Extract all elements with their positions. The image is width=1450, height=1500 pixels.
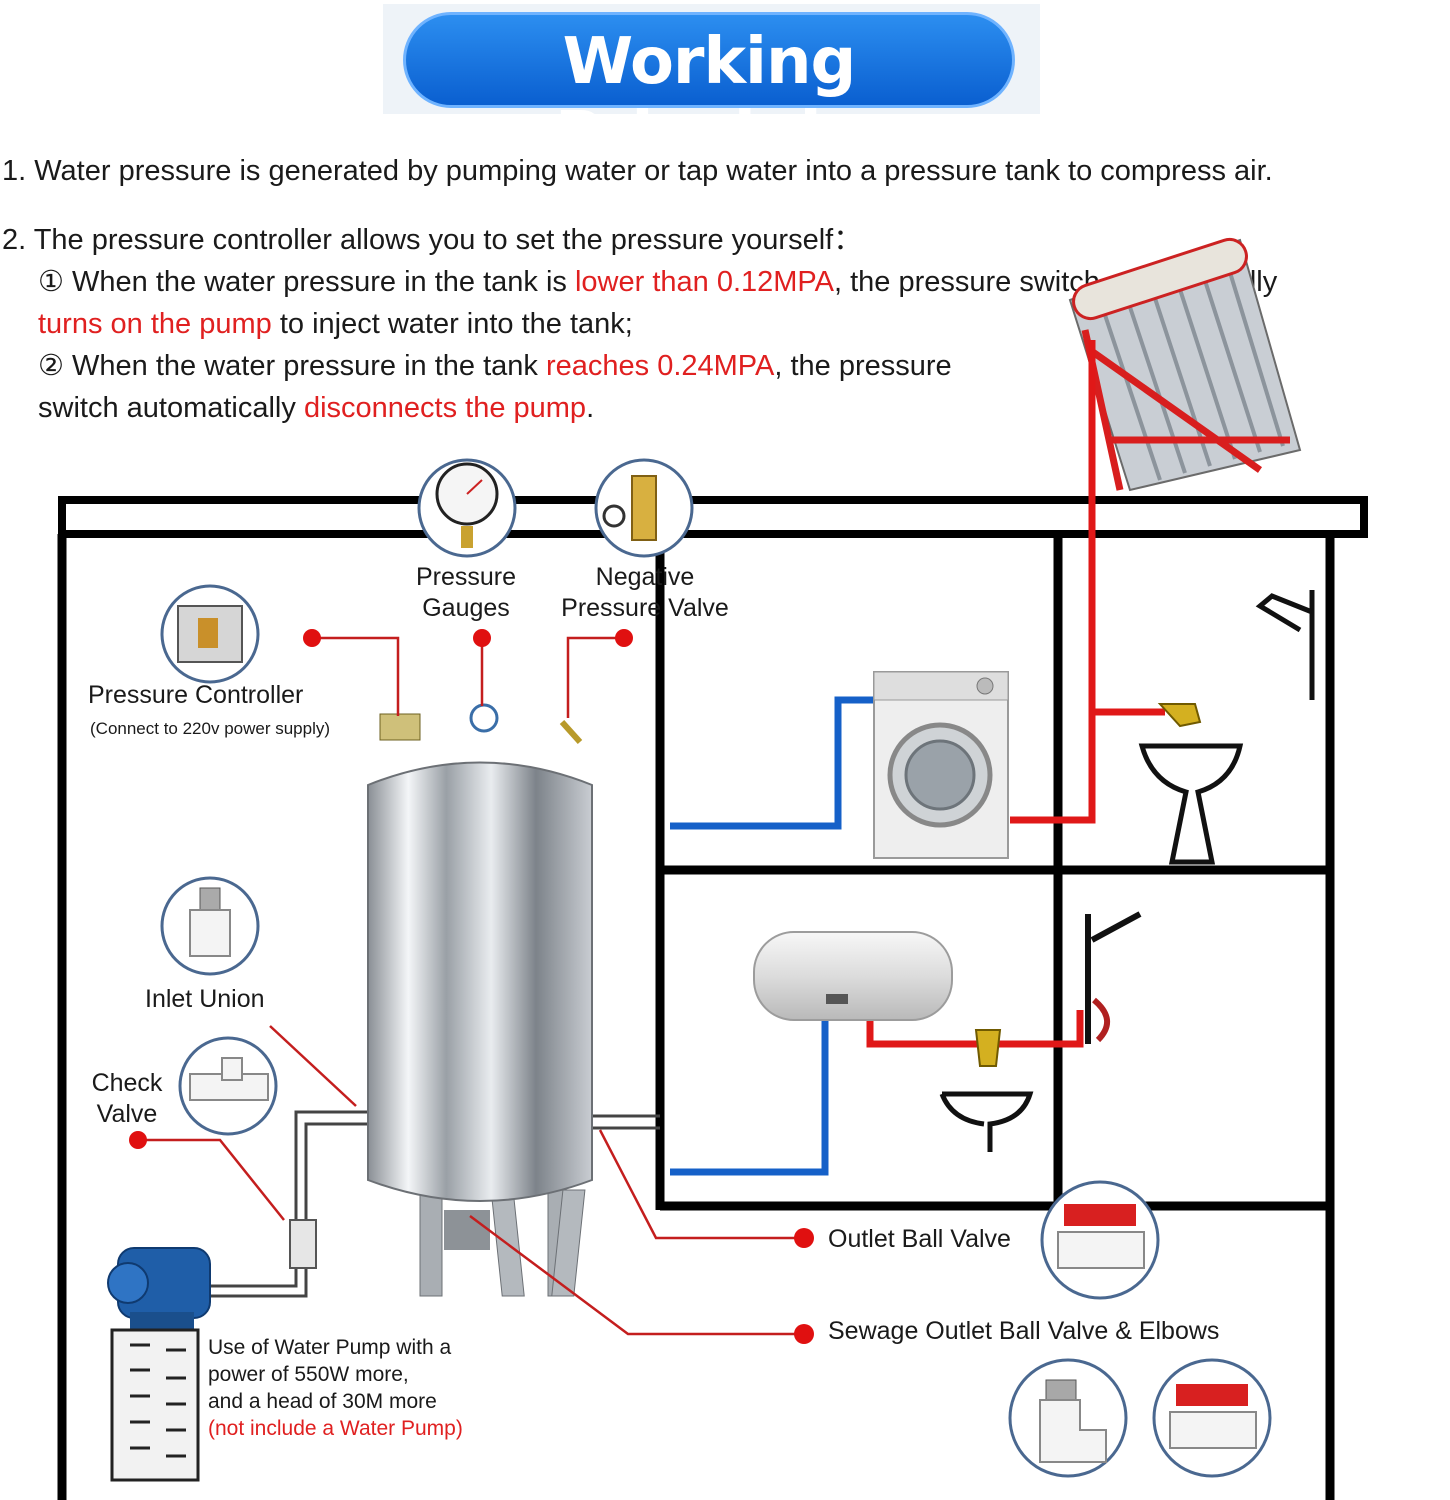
pump-requirement-note: Use of Water Pump with a power of 550W m… <box>208 1334 463 1442</box>
callout-lines <box>138 636 804 1336</box>
callout-dots <box>129 629 814 1344</box>
pressure-tank-image <box>367 703 593 1297</box>
label-controller-note: (Connect to 220v power supply) <box>90 719 331 738</box>
cold-pipe-heater <box>670 1020 829 1176</box>
label-outlet-ball-valve: Outlet Ball Valve <box>828 1225 1011 1253</box>
label-inlet-union: Inlet Union <box>145 985 265 1013</box>
wall-faucet <box>1085 911 1142 1044</box>
pump-note-line-1: Use of Water Pump with a <box>208 1336 452 1359</box>
faucet-upper <box>1157 703 1202 728</box>
callout-controller <box>312 636 400 716</box>
hot-pipe-solar <box>1010 340 1096 824</box>
hot-pipe-heater <box>866 1010 1084 1048</box>
label-pressure-controller: Pressure Controller <box>88 681 304 709</box>
callout-check <box>138 1138 285 1221</box>
shower-head <box>1255 590 1315 700</box>
electric-heater-image <box>753 931 953 1021</box>
intro-item-2: ② When the water pressure in the tank re… <box>38 350 952 382</box>
water-pump-image <box>107 1247 211 1330</box>
callout-inlet <box>269 1025 357 1107</box>
negative-valve-thumb <box>594 458 694 558</box>
intro-line-1: 1. Water pressure is generated by pumpin… <box>2 155 1273 187</box>
house-frame <box>57 496 1368 1500</box>
intro-line-2: 2. The pressure controller allows you to… <box>2 224 863 256</box>
faucet-lower <box>974 1029 1002 1067</box>
callout-sewage <box>469 1214 804 1336</box>
check-valve-thumb <box>178 1036 278 1136</box>
outlet-valve-thumb <box>1040 1180 1160 1300</box>
washing-machine-image <box>873 671 1009 859</box>
pump-pipe-2 <box>210 1268 308 1298</box>
page-title: Working Principle <box>555 25 864 173</box>
controller-thumb <box>160 584 260 684</box>
intro-item-1: ① When the water pressure in the tank is… <box>38 266 1278 298</box>
inlet-pipe <box>294 1110 370 1220</box>
pump-note-line-2: power of 550W more, <box>208 1363 409 1386</box>
inlet-union-thumb <box>160 876 260 976</box>
check-valve-part <box>289 1219 317 1269</box>
title-banner: Working Principle <box>383 4 1040 173</box>
intro-item-2-cont: switch automatically disconnects the pum… <box>38 392 595 424</box>
gauge-thumb <box>417 458 517 558</box>
elbow-thumb <box>1008 1358 1128 1478</box>
intro-item-1-cont: turns on the pump to inject water into t… <box>38 308 633 340</box>
ball-valve-thumb <box>1152 1358 1272 1478</box>
pump-note-line-3: and a head of 30M more <box>208 1390 437 1413</box>
title-pill: Working Principle <box>403 12 1015 173</box>
callout-valve <box>566 636 624 718</box>
inlet-pipe-2 <box>304 1122 370 1220</box>
water-well-image <box>110 1328 200 1482</box>
basin-upper <box>1138 743 1244 865</box>
pump-note-line-4: (not include a Water Pump) <box>208 1417 463 1440</box>
pump-pipe <box>210 1268 298 1288</box>
basin-lower <box>939 1091 1034 1152</box>
solar-heater-image <box>1068 237 1302 492</box>
label-sewage-outlet: Sewage Outlet Ball Valve & Elbows <box>828 1317 1220 1345</box>
callout-outlet <box>598 1129 804 1240</box>
cold-pipe-washer <box>670 696 880 830</box>
